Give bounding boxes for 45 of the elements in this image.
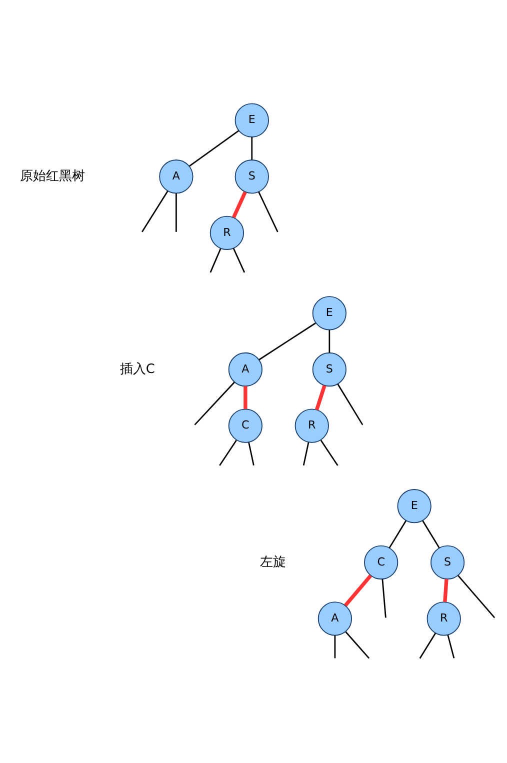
connector	[189, 130, 240, 167]
node-circle: C	[228, 408, 262, 443]
node-circle: R	[426, 602, 461, 636]
node-circle: R	[294, 408, 329, 443]
connector	[443, 578, 448, 602]
connector	[314, 385, 326, 410]
connector	[388, 520, 407, 548]
connector	[258, 192, 278, 232]
connector	[142, 190, 168, 232]
connector	[422, 520, 440, 548]
connector	[219, 440, 237, 466]
connector	[419, 632, 436, 659]
connector	[258, 322, 316, 360]
connector	[176, 193, 177, 232]
connector	[334, 635, 336, 658]
node-circle: A	[228, 352, 262, 387]
label: 原始红黑树	[20, 169, 86, 184]
connector	[210, 248, 222, 273]
connector	[345, 631, 370, 659]
node-circle: E	[234, 103, 269, 138]
connector	[194, 382, 235, 426]
connector	[457, 574, 496, 618]
label: 左旋	[260, 554, 286, 570]
connector	[251, 136, 253, 160]
node-circle: S	[430, 545, 465, 580]
node-circle: A	[159, 160, 194, 194]
node-circle: R	[210, 216, 244, 250]
connector	[302, 442, 310, 466]
node-circle: E	[312, 296, 346, 330]
node-circle: A	[318, 602, 352, 636]
node-circle: S	[312, 352, 346, 387]
connector	[337, 384, 364, 426]
node-circle: C	[364, 545, 398, 580]
label: 插入C	[120, 362, 155, 377]
connector	[344, 574, 372, 607]
connector	[328, 330, 330, 353]
connector	[447, 634, 455, 658]
connector	[320, 440, 338, 466]
connector	[232, 191, 247, 218]
connector	[248, 442, 254, 466]
node-circle: E	[397, 489, 432, 524]
connector	[382, 579, 386, 618]
node-circle: S	[234, 160, 269, 194]
connector	[244, 386, 248, 409]
connector	[232, 248, 246, 273]
